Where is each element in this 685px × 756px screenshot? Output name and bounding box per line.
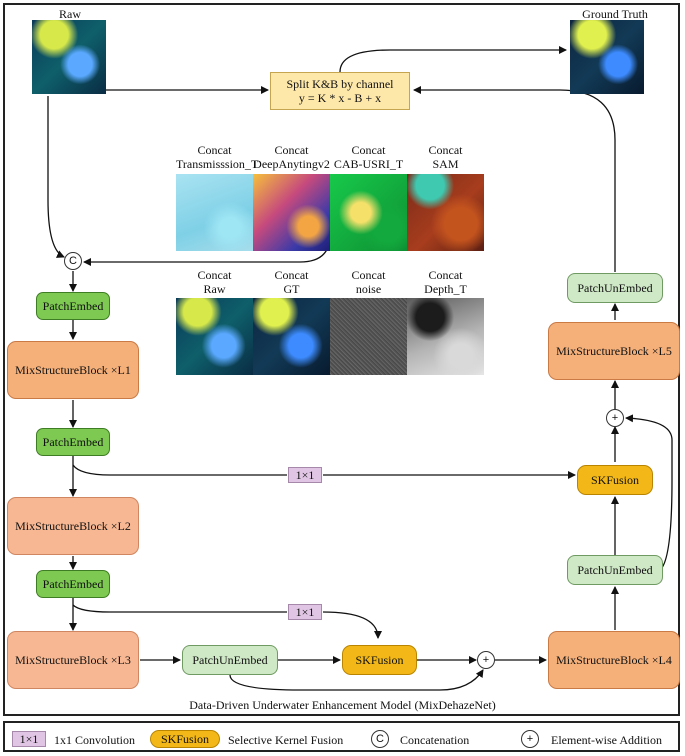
- arrow-unembed2-skip-to-add2: [625, 414, 673, 571]
- split-kb-box: Split K&B by channel y = K * x - B + x: [270, 72, 410, 110]
- concat-prefix: Concat: [274, 268, 309, 282]
- concat-name: GT: [283, 282, 300, 296]
- conv1x1-skip-1: 1×1: [288, 467, 322, 483]
- ground-truth-label: Ground Truth: [582, 7, 648, 21]
- legend-conv-symbol: 1×1: [12, 731, 46, 747]
- concat-prefix: Concat: [351, 143, 386, 157]
- concat-name: noise: [355, 282, 382, 296]
- add-op-circle-2: +: [606, 409, 624, 427]
- legend-add-text: Element-wise Addition: [551, 733, 662, 747]
- arrow-embed2-to-conv1: [72, 464, 287, 476]
- patch-embed-1: PatchEmbed: [36, 292, 110, 320]
- skfusion-1: SKFusion: [342, 645, 417, 675]
- concat-name: SAM: [432, 157, 459, 171]
- concat-label-4: Concat SAM: [407, 143, 484, 171]
- split-line-2: y = K * x - B + x: [298, 91, 382, 105]
- legend-frame: [3, 721, 680, 752]
- concat-prefix: Concat: [197, 143, 232, 157]
- mix-structure-block-l1: MixStructureBlock ×L1: [7, 341, 139, 399]
- mix-structure-block-l5: MixStructureBlock ×L5: [548, 322, 680, 380]
- patch-unembed-3: PatchUnEmbed: [567, 273, 663, 303]
- cab-usri-image: [330, 174, 407, 251]
- concat-op-circle: C: [64, 252, 82, 270]
- concat-label-5: Concat Raw: [176, 268, 253, 296]
- arrow-unembed-skip-to-add: [229, 669, 484, 691]
- concat-prefix: Concat: [428, 143, 463, 157]
- arrow-embed3-to-conv2: [72, 604, 287, 613]
- arrow-split-to-gt: [339, 46, 567, 73]
- conv1x1-skip-2: 1×1: [288, 604, 322, 620]
- concat-label-8: Concat Depth_T: [407, 268, 484, 296]
- legend-concat-text: Concatenation: [400, 733, 470, 747]
- arrow-unembed3-to-split: [413, 86, 616, 272]
- ground-truth-image: [570, 20, 644, 94]
- concat-name: Depth_T: [424, 282, 467, 296]
- raw-image: [32, 20, 106, 94]
- noise-image: [330, 298, 407, 375]
- raw-concat-image: [176, 298, 253, 375]
- patch-unembed-2: PatchUnEmbed: [567, 555, 663, 585]
- concat-label-6: Concat GT: [253, 268, 330, 296]
- split-line-1: Split K&B by channel: [286, 77, 394, 91]
- skfusion-2: SKFusion: [577, 465, 653, 495]
- arrow-raw-to-concat: [47, 96, 65, 258]
- concat-prefix: Concat: [351, 268, 386, 282]
- mix-structure-block-l4: MixStructureBlock ×L4: [548, 631, 680, 689]
- arrow-conv2-to-skf2: [322, 611, 382, 639]
- concat-label-1: Concat Transmisssion_T: [176, 143, 259, 171]
- legend-concat-symbol: C: [371, 730, 389, 748]
- depth-t-image: [407, 298, 484, 375]
- concat-name: Transmisssion_T: [176, 157, 259, 171]
- gt-concat-image: [253, 298, 330, 375]
- concat-prefix: Concat: [428, 268, 463, 282]
- concat-label-3: Concat CAB-USRI_T: [330, 143, 407, 171]
- sam-image: [407, 174, 484, 251]
- concat-name: CAB-USRI_T: [333, 157, 404, 171]
- concat-label-2: Concat DeepAnytingv2: [253, 143, 330, 171]
- depth-anything-image: [253, 174, 330, 251]
- concat-name: DeepAnytingv2: [253, 157, 330, 171]
- raw-label: Raw: [59, 7, 81, 21]
- concat-prefix: Concat: [197, 268, 232, 282]
- patch-embed-3: PatchEmbed: [36, 570, 110, 598]
- patch-unembed-1: PatchUnEmbed: [182, 645, 278, 675]
- diagram-caption: Data-Driven Underwater Enhancement Model…: [189, 698, 496, 712]
- legend-skf-text: Selective Kernel Fusion: [228, 733, 344, 747]
- legend-add-symbol: +: [521, 730, 539, 748]
- concat-label-7: Concat noise: [330, 268, 407, 296]
- add-op-circle-1: +: [477, 651, 495, 669]
- legend-conv-text: 1x1 Convolution: [54, 733, 136, 747]
- concat-prefix: Concat: [274, 143, 309, 157]
- legend-skf-symbol: SKFusion: [150, 730, 220, 748]
- transmission-map-image: [176, 174, 253, 251]
- concat-name: Raw: [203, 282, 226, 296]
- mix-structure-block-l2: MixStructureBlock ×L2: [7, 497, 139, 555]
- patch-embed-2: PatchEmbed: [36, 428, 110, 456]
- mix-structure-block-l3: MixStructureBlock ×L3: [7, 631, 139, 689]
